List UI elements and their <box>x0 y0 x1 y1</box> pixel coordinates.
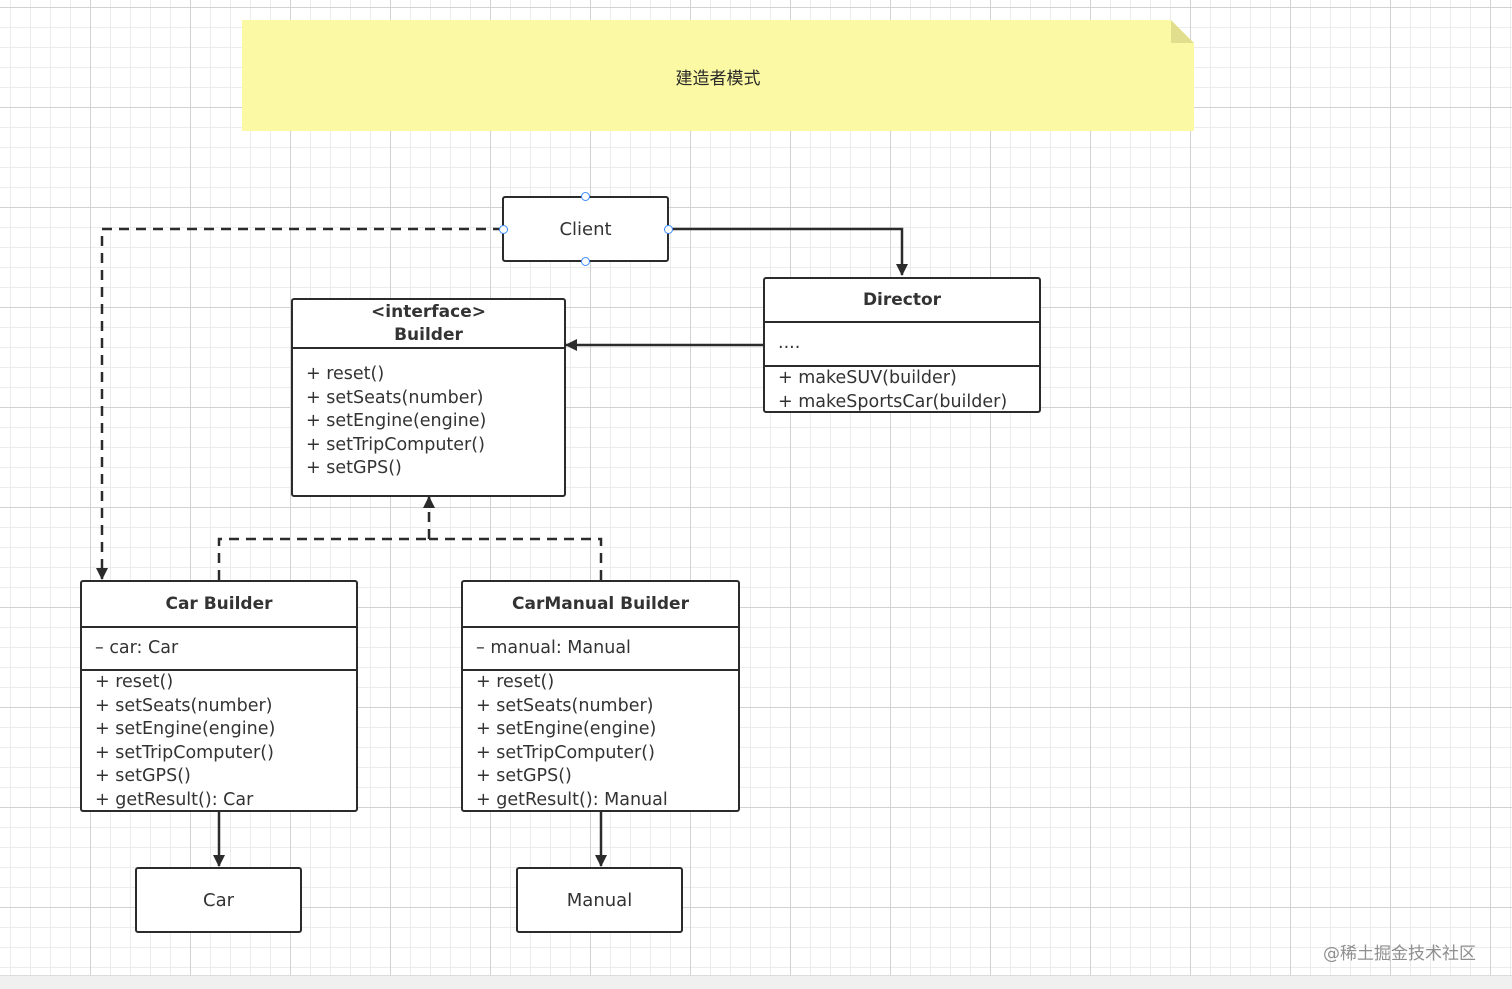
car-builder-name: Car Builder <box>165 593 273 614</box>
car-builder-methods: + reset() + setSeats(number) + setEngine… <box>82 671 356 813</box>
car-builder-method: + setGPS() <box>95 766 191 787</box>
car-builder-method: + setEngine(engine) <box>95 719 276 740</box>
manualbuilder-realization[interactable] <box>429 537 603 580</box>
car-box[interactable]: Car <box>135 867 302 933</box>
manual-builder-method: + setTripComputer() <box>476 742 655 763</box>
manual-builder-method: + reset() <box>476 672 555 692</box>
director-class-header: Director <box>765 279 1039 323</box>
builder-method: + setEngine(engine) <box>306 411 487 432</box>
car-builder-class[interactable]: Car Builder – car: Car + reset() + setSe… <box>80 580 358 812</box>
builder-interface-name: Builder <box>394 324 463 345</box>
selection-handle-left[interactable] <box>499 225 508 234</box>
builder-stereotype: <interface> <box>371 301 486 322</box>
director-attribute: .... <box>778 333 801 354</box>
manual-builder-method: + getResult(): Manual <box>476 789 668 810</box>
builder-interface-header: <interface> Builder <box>293 300 564 349</box>
car-label: Car <box>203 889 234 911</box>
manual-builder-class[interactable]: CarManual Builder – manual: Manual + res… <box>461 580 740 812</box>
client-box[interactable]: Client <box>502 196 669 262</box>
car-builder-method: + reset() <box>95 672 174 692</box>
car-builder-attributes: – car: Car <box>82 628 356 671</box>
builder-method: + reset() <box>306 364 385 384</box>
director-method: + makeSportsCar(builder) <box>778 391 1008 412</box>
director-method: + makeSUV(builder) <box>778 368 957 388</box>
bottom-scrollbar-track[interactable] <box>0 975 1512 989</box>
note-title: 建造者模式 <box>675 69 761 89</box>
carbuilder-realization[interactable] <box>217 537 429 580</box>
client-to-carbuilder-dependency[interactable] <box>96 227 503 580</box>
builder-method: + setTripComputer() <box>306 434 485 455</box>
builder-method: + setSeats(number) <box>306 387 484 408</box>
manual-label: Manual <box>566 889 633 911</box>
car-builder-method: + setTripComputer() <box>95 742 274 763</box>
car-builder-method: + setSeats(number) <box>95 695 273 716</box>
builder-methods: + reset() + setSeats(number) + setEngine… <box>293 349 564 481</box>
director-class[interactable]: Director .... + makeSUV(builder) + makeS… <box>763 277 1041 413</box>
car-builder-attribute: – car: Car <box>95 637 179 658</box>
director-attributes: .... <box>765 323 1039 367</box>
builder-interface[interactable]: <interface> Builder + reset() + setSeats… <box>291 298 566 497</box>
selection-handle-right[interactable] <box>664 225 673 234</box>
manual-builder-header: CarManual Builder <box>463 582 738 628</box>
car-builder-header: Car Builder <box>82 582 356 628</box>
manual-builder-method: + setSeats(number) <box>476 695 654 716</box>
builder-method: + setGPS() <box>306 458 402 479</box>
manual-box[interactable]: Manual <box>516 867 683 933</box>
manual-builder-attribute: – manual: Manual <box>476 637 631 658</box>
car-builder-method: + getResult(): Car <box>95 789 254 810</box>
director-methods: + makeSUV(builder) + makeSportsCar(build… <box>765 367 1039 414</box>
manual-builder-attributes: – manual: Manual <box>463 628 738 671</box>
client-label: Client <box>559 218 612 240</box>
manual-builder-methods: + reset() + setSeats(number) + setEngine… <box>463 671 738 813</box>
selection-handle-top[interactable] <box>581 192 590 201</box>
client-to-director-association[interactable] <box>668 227 908 276</box>
title-note[interactable]: 建造者模式 <box>242 20 1194 131</box>
watermark-text: @稀土掘金技术社区 <box>1323 944 1476 964</box>
manual-builder-method: + setGPS() <box>476 766 572 787</box>
selection-handle-bottom[interactable] <box>581 257 590 266</box>
manual-builder-name: CarManual Builder <box>512 593 689 614</box>
manual-builder-method: + setEngine(engine) <box>476 719 657 740</box>
director-class-name: Director <box>862 289 942 310</box>
